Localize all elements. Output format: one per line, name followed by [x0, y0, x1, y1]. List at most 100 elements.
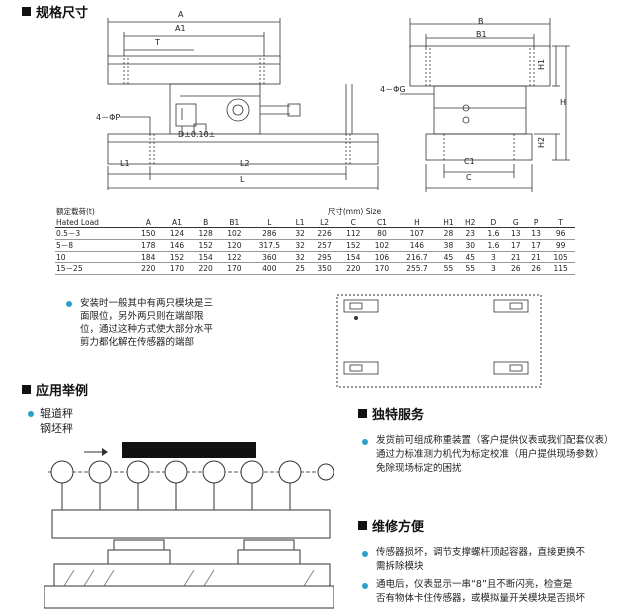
table-cell: 17 [505, 239, 526, 252]
section-title-maintenance: 维修方便 [358, 516, 424, 535]
table-cell: 80 [367, 227, 397, 240]
bullet-dot-icon [66, 301, 72, 307]
rated-load-cn: 额定载荷(t) [56, 207, 95, 216]
table-cell: 1.6 [481, 239, 506, 252]
rated-load-en: Hated Load [55, 217, 134, 228]
service-line: 发货前可组成称重装置（客户提供仪表或我们配套仪表） [376, 435, 614, 446]
bullet-dot-icon [362, 583, 368, 589]
column-header: P [525, 217, 547, 228]
dim-h1: H1 [537, 58, 547, 71]
service-line: 通过力标准测力机代为标定校准（用户提供现场参数） [376, 449, 605, 460]
table-cell: 26 [505, 262, 526, 275]
table-cell: 115 [546, 262, 575, 275]
dim-t: T [155, 38, 160, 47]
table-cell: 13 [505, 227, 526, 240]
table-cell: 150 [133, 227, 163, 240]
table-cell: 350 [310, 262, 339, 275]
table-cell: 152 [162, 251, 192, 263]
table-cell: 21 [525, 251, 547, 263]
table-cell: 38 [437, 239, 460, 252]
table-cell: 21 [505, 251, 526, 263]
section-title-service: 独特服务 [358, 404, 424, 423]
table-header-row-size: 额定载荷(t) 尺寸(mm) Size [55, 206, 575, 217]
install-note-line: 位，通过这种方式使大部分水平 [80, 324, 214, 335]
table-cell: 45 [437, 251, 460, 263]
table-cell: 55 [459, 262, 482, 275]
side-view-drawing [400, 18, 570, 192]
table-cell: 107 [396, 227, 438, 240]
service-text: 发货前可组成称重装置（客户提供仪表或我们配套仪表） 通过力标准测力机代为标定校准… [376, 434, 614, 476]
roller-conveyor-illustration [44, 442, 334, 609]
table-cell: 32 [289, 227, 311, 240]
dim-g: 4－ΦG [380, 85, 406, 94]
install-note-line: 面限位，另外两只则在端部限 [80, 311, 204, 322]
section-title-application: 应用举例 [22, 380, 88, 399]
table-cell: 124 [162, 227, 192, 240]
column-header: L1 [289, 217, 311, 228]
dim-b: B [478, 17, 484, 26]
column-header: H1 [437, 217, 460, 228]
dim-l1: L1 [120, 159, 130, 168]
application-item: 辊道秤 [40, 407, 73, 420]
rated-load-cell: 5－8 [55, 239, 134, 252]
table-cell: 295 [310, 251, 339, 263]
dim-h: H [560, 98, 567, 107]
table-cell: 13 [525, 227, 547, 240]
column-header: L [248, 217, 290, 228]
table-cell: 255.7 [396, 262, 438, 275]
table-cell: 170 [220, 262, 249, 275]
table-cell: 220 [133, 262, 163, 275]
table-cell: 120 [220, 239, 249, 252]
table-cell: 102 [367, 239, 397, 252]
table-cell: 220 [338, 262, 368, 275]
table-cell: 286 [248, 227, 290, 240]
table-cell: 184 [133, 251, 163, 263]
table-cell: 102 [220, 227, 249, 240]
table-cell: 122 [220, 251, 249, 263]
table-cell: 154 [338, 251, 368, 263]
table-cell: 146 [396, 239, 438, 252]
dim-l2: L2 [240, 159, 250, 168]
table-cell: 32 [289, 239, 311, 252]
square-bullet-icon [358, 521, 367, 530]
column-header: B1 [220, 217, 249, 228]
maintenance-line: 通电后，仪表显示一串“8”且不断闪亮，检查是 [376, 579, 573, 590]
table-cell: 152 [191, 239, 221, 252]
column-header: H2 [459, 217, 482, 228]
maintenance-item-2: 通电后，仪表显示一串“8”且不断闪亮，检查是 否有物体卡住传感器，或模拟量开关模… [376, 578, 585, 606]
dim-c1: C1 [464, 157, 475, 166]
dim-b1: B1 [476, 30, 487, 39]
column-header: B [191, 217, 221, 228]
column-header: C [338, 217, 368, 228]
rated-load-cell: 10 [55, 251, 134, 263]
section-title-maintenance-text: 维修方便 [372, 520, 425, 535]
maintenance-item-1: 传感器损坏，调节支撑螺杆顶起容器，直接更换不 需拆除模块 [376, 546, 585, 574]
application-items: 辊道秤 钢坯秤 [40, 406, 73, 436]
application-item: 钢坯秤 [40, 422, 73, 435]
table-cell: 1.6 [481, 227, 506, 240]
bullet-dot-icon [28, 411, 34, 417]
table-cell: 32 [289, 251, 311, 263]
dim-a: A [178, 10, 184, 19]
table-cell: 112 [338, 227, 368, 240]
square-bullet-icon [358, 409, 367, 418]
section-title-spec: 规格尺寸 [22, 2, 88, 21]
install-note-line: 安装时一般其中有两只模块是三 [80, 298, 214, 309]
dim-a1: A1 [175, 24, 186, 33]
table-cell: 55 [437, 262, 460, 275]
column-header: D [481, 217, 506, 228]
bullet-dot-icon [362, 439, 368, 445]
service-line: 免除现场标定的困扰 [376, 463, 462, 474]
table-cell: 220 [191, 262, 221, 275]
section-title-service-text: 独特服务 [372, 408, 425, 423]
table-cell: 17 [525, 239, 547, 252]
maintenance-line: 传感器损坏，调节支撑螺杆顶起容器，直接更换不 [376, 547, 586, 558]
table-cell: 216.7 [396, 251, 438, 263]
dim-p: 4－ΦP [96, 113, 121, 122]
column-header: G [505, 217, 526, 228]
